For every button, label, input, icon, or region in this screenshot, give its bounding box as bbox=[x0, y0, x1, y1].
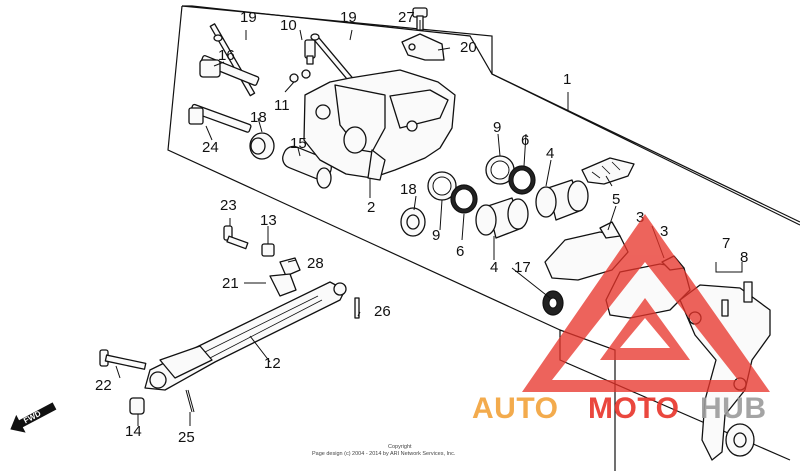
callout-14: 14 bbox=[125, 423, 142, 440]
bracket-21 bbox=[269, 273, 297, 297]
pin-bolt-24 bbox=[188, 103, 252, 133]
fwd-arrow: FWD bbox=[10, 402, 57, 433]
callout-13: 13 bbox=[260, 212, 277, 229]
callout-8: 8 bbox=[740, 249, 748, 266]
pin-7 bbox=[721, 299, 729, 317]
callout-11: 11 bbox=[274, 97, 290, 114]
callout-4-upper: 4 bbox=[546, 145, 554, 162]
callout-6-upper: 6 bbox=[521, 132, 529, 149]
piston-seal-6-upper bbox=[508, 165, 536, 195]
callout-18-lower: 18 bbox=[400, 181, 417, 198]
leader-lines bbox=[115, 20, 743, 426]
callout-20: 20 bbox=[460, 39, 477, 56]
boot-18-upper bbox=[249, 132, 275, 160]
callout-3-rear: 3 bbox=[660, 223, 668, 240]
callout-27: 27 bbox=[398, 9, 415, 26]
clip-28 bbox=[279, 257, 301, 277]
bleed-cap-11 bbox=[289, 69, 311, 83]
piston-4-lower bbox=[475, 197, 529, 239]
callout-22: 22 bbox=[95, 377, 112, 394]
callout-9-lower: 9 bbox=[432, 227, 440, 244]
callout-2: 2 bbox=[367, 199, 375, 216]
callout-28: 28 bbox=[307, 255, 324, 272]
automotohub-watermark: AUTO MOTO HUB bbox=[472, 214, 770, 425]
sleeve-15 bbox=[282, 145, 332, 189]
watermark-hub: HUB bbox=[700, 392, 767, 425]
callout-23: 23 bbox=[220, 197, 237, 214]
watermark-auto: AUTO bbox=[472, 392, 558, 425]
nut-13 bbox=[261, 243, 275, 257]
callout-17: 17 bbox=[514, 259, 531, 276]
bleed-screw-10 bbox=[304, 39, 316, 65]
fwd-arrow-icon bbox=[10, 402, 57, 433]
callout-19-right: 19 bbox=[340, 9, 357, 26]
pad-spring-20 bbox=[401, 33, 445, 61]
copyright-line-2: Page design (c) 2004 - 2014 by ARI Netwo… bbox=[312, 451, 456, 457]
callout-21: 21 bbox=[222, 275, 239, 292]
dust-seal-9-lower bbox=[427, 171, 457, 201]
callout-3-front: 3 bbox=[636, 209, 644, 226]
callout-19-left: 19 bbox=[240, 9, 257, 26]
bolt-8 bbox=[743, 281, 753, 303]
stopper-arm-12 bbox=[144, 281, 347, 391]
bolt-23 bbox=[223, 225, 249, 250]
caliper-body-2 bbox=[303, 69, 456, 181]
boot-18-lower bbox=[400, 207, 426, 237]
piston-4-upper bbox=[535, 179, 589, 221]
watermark-moto: MOTO bbox=[588, 392, 679, 425]
assembly-frame bbox=[182, 5, 800, 226]
cotter-pin-25 bbox=[185, 389, 195, 413]
callout-12: 12 bbox=[264, 355, 281, 372]
callout-16: 16 bbox=[218, 47, 235, 64]
pin-bolt-16 bbox=[199, 55, 260, 86]
callout-4-lower: 4 bbox=[490, 259, 498, 276]
callout-26: 26 bbox=[374, 303, 391, 320]
callout-18-upper: 18 bbox=[250, 109, 267, 126]
callout-9-upper: 9 bbox=[493, 119, 501, 136]
callouts: 19 10 19 27 20 16 11 18 15 24 2 18 9 6 4… bbox=[95, 9, 748, 446]
callout-5: 5 bbox=[612, 191, 620, 208]
bolt-22 bbox=[99, 349, 147, 370]
callout-25: 25 bbox=[178, 429, 195, 446]
copyright-line-1: Copyright bbox=[388, 444, 412, 450]
pad-spring-5 bbox=[581, 157, 635, 185]
callout-10: 10 bbox=[280, 17, 297, 34]
callout-15: 15 bbox=[290, 135, 307, 152]
callout-1: 1 bbox=[563, 71, 571, 88]
callout-7: 7 bbox=[722, 235, 730, 252]
watermark-triangle-logo bbox=[522, 214, 770, 392]
callout-24: 24 bbox=[202, 139, 219, 156]
callout-6-lower: 6 bbox=[456, 243, 464, 260]
piston-seal-6-lower bbox=[450, 184, 478, 214]
collar-14 bbox=[129, 397, 145, 415]
pin-26 bbox=[354, 297, 360, 319]
